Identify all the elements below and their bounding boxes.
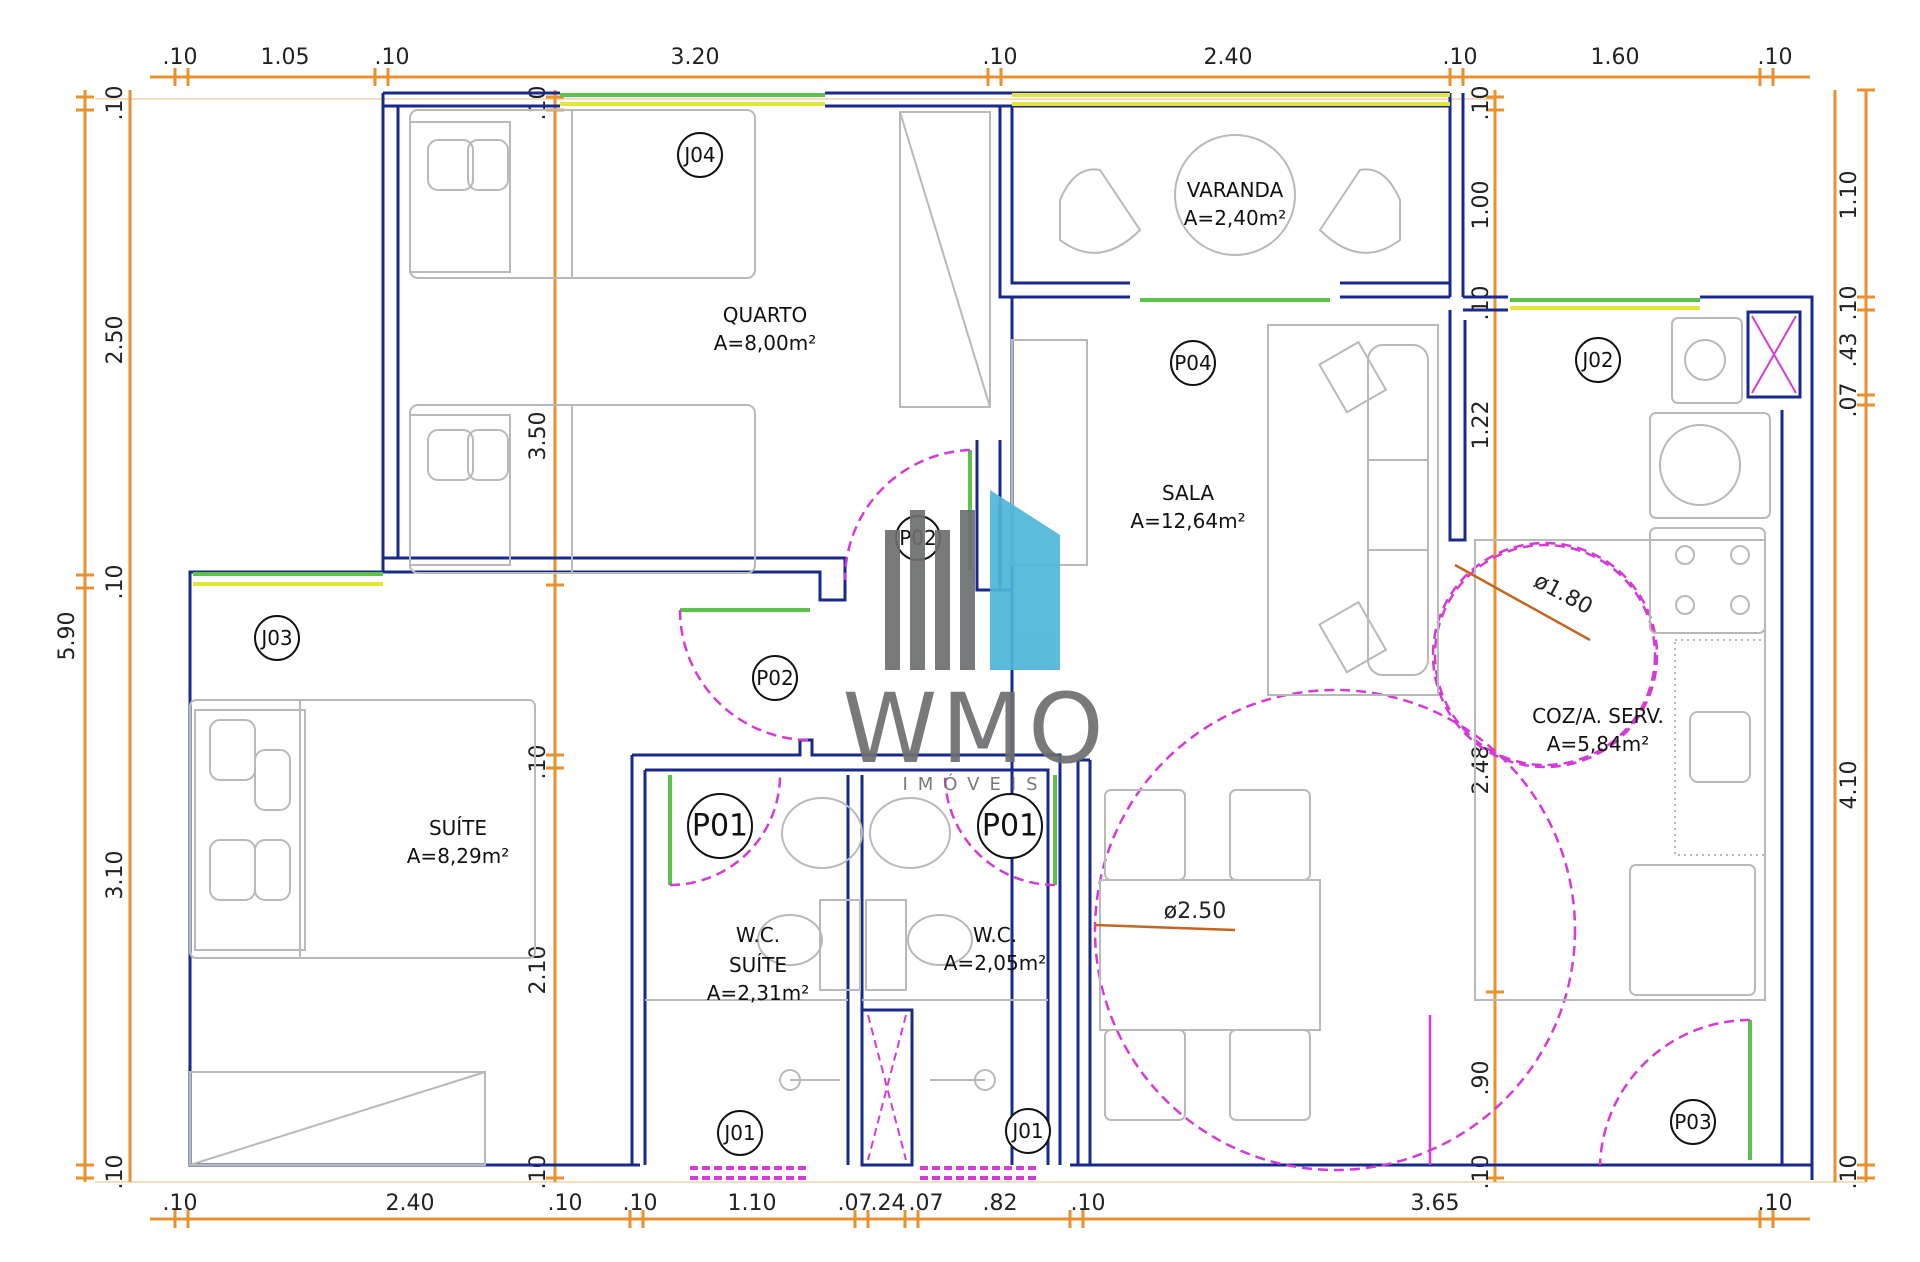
dim-inner-4: 2.10 [526, 946, 551, 995]
tag-j01-b: J01 [1010, 1119, 1043, 1143]
dim-bottom-11: 3.65 [1411, 1191, 1460, 1216]
shaft-x [867, 1014, 907, 1161]
dim-inner-11: .90 [1469, 1061, 1494, 1096]
dim-bottom-5: 1.10 [728, 1191, 777, 1216]
dim-inner-9: 1.22 [1469, 401, 1494, 450]
dim-inner-8: .10 [1469, 286, 1494, 321]
dim-top-3: .10 [375, 45, 410, 70]
dim-top-8: 1.60 [1591, 45, 1640, 70]
dim-top-4: 3.20 [671, 45, 720, 70]
dim-inner-6: .10 [1469, 86, 1494, 121]
dim-bottom-4: .10 [623, 1191, 658, 1216]
dim-left-2: 2.50 [103, 316, 128, 365]
dim-bottom-1: .10 [163, 1191, 198, 1216]
circle-label-2: ø2.50 [1164, 899, 1226, 924]
dim-bottom-6: .07 [838, 1191, 873, 1216]
room-varanda-area: A=2,40m² [1184, 206, 1286, 230]
tag-p02-b: P02 [756, 666, 794, 690]
room-quarto-area: A=8,00m² [714, 331, 816, 355]
dim-bottom-12: .10 [1758, 1191, 1793, 1216]
dim-top-9: .10 [1758, 45, 1793, 70]
room-wcsuite-area: A=2,31m² [707, 981, 809, 1005]
tag-p01-a: P01 [692, 809, 748, 844]
dim-inner-7: 1.00 [1469, 181, 1494, 230]
dim-left-1: .10 [103, 86, 128, 121]
dim-inner-12: .10 [1469, 1155, 1494, 1190]
dim-bottom-10: .10 [1071, 1191, 1106, 1216]
dim-top-7: .10 [1443, 45, 1478, 70]
room-suite-area: A=8,29m² [407, 844, 509, 868]
room-wcsuite-name1: W.C. [736, 923, 780, 947]
tag-j01-a: J01 [722, 1121, 755, 1145]
dim-top-1: .10 [163, 45, 198, 70]
tag-j02: J02 [1580, 348, 1613, 372]
dim-inner-1: .10 [526, 86, 551, 121]
dim-inner-2: 3.50 [526, 412, 551, 461]
kitchen-shaft [1746, 310, 1802, 399]
dim-right-6: .10 [1837, 1155, 1862, 1190]
dimension-lines [83, 75, 1868, 1221]
room-varanda-name: VARANDA [1187, 178, 1284, 202]
dim-right-3: .43 [1837, 333, 1862, 368]
dimension-ticks [76, 68, 1875, 1228]
dim-right-2: .10 [1837, 286, 1862, 321]
furniture [189, 109, 1771, 1166]
room-sala-area: A=12,64m² [1130, 509, 1245, 533]
room-sala-name: SALA [1162, 481, 1214, 505]
room-cozinha-name: COZ/A. SERV. [1532, 704, 1664, 728]
wmo-logo: WMO IMÓVEIS [842, 490, 1107, 795]
dim-right-5: 4.10 [1837, 761, 1862, 810]
windows [193, 93, 1752, 1180]
dim-bottom-8: .07 [909, 1191, 944, 1216]
room-cozinha-area: A=5,84m² [1547, 732, 1649, 756]
tag-j04: J04 [682, 143, 715, 167]
shaft [860, 1008, 914, 1167]
tag-circles [254, 132, 1716, 1156]
logo-subtext: IMÓVEIS [902, 773, 1047, 795]
dim-top-2: 1.05 [261, 45, 310, 70]
dim-left-5: 3.10 [103, 851, 128, 900]
dim-inner-5: .10 [526, 1155, 551, 1190]
tag-p03: P03 [1674, 1110, 1712, 1134]
door-swings [669, 448, 1751, 1172]
dim-top-6: 2.40 [1204, 45, 1253, 70]
dim-right-1: 1.10 [1837, 171, 1862, 220]
dim-top-5: .10 [983, 45, 1018, 70]
dim-right-4: .07 [1837, 383, 1862, 418]
tag-p04: P04 [1174, 351, 1212, 375]
logo-text: WMO [842, 673, 1107, 785]
dim-bottom-9: .82 [983, 1191, 1018, 1216]
dim-bottom-3: .10 [548, 1191, 583, 1216]
tag-j03: J03 [259, 626, 292, 650]
room-wc-name: W.C. [973, 923, 1017, 947]
dim-left-3: .10 [103, 565, 128, 600]
dim-left-6: .10 [103, 1155, 128, 1190]
tag-p01-b: P01 [982, 809, 1038, 844]
room-wcsuite-name2: SUÍTE [729, 953, 787, 977]
dim-left-4: 5.90 [55, 612, 80, 661]
dim-inner-3: .10 [526, 745, 551, 780]
kitchen-shaft-x [1751, 315, 1797, 394]
room-wc-area: A=2,05m² [944, 951, 1046, 975]
room-suite-name: SUÍTE [429, 816, 487, 840]
dim-bottom-7: .24 [871, 1191, 906, 1216]
dim-bottom-2: 2.40 [386, 1191, 435, 1216]
room-quarto-name: QUARTO [723, 303, 807, 327]
radius-lines [1094, 563, 1591, 932]
